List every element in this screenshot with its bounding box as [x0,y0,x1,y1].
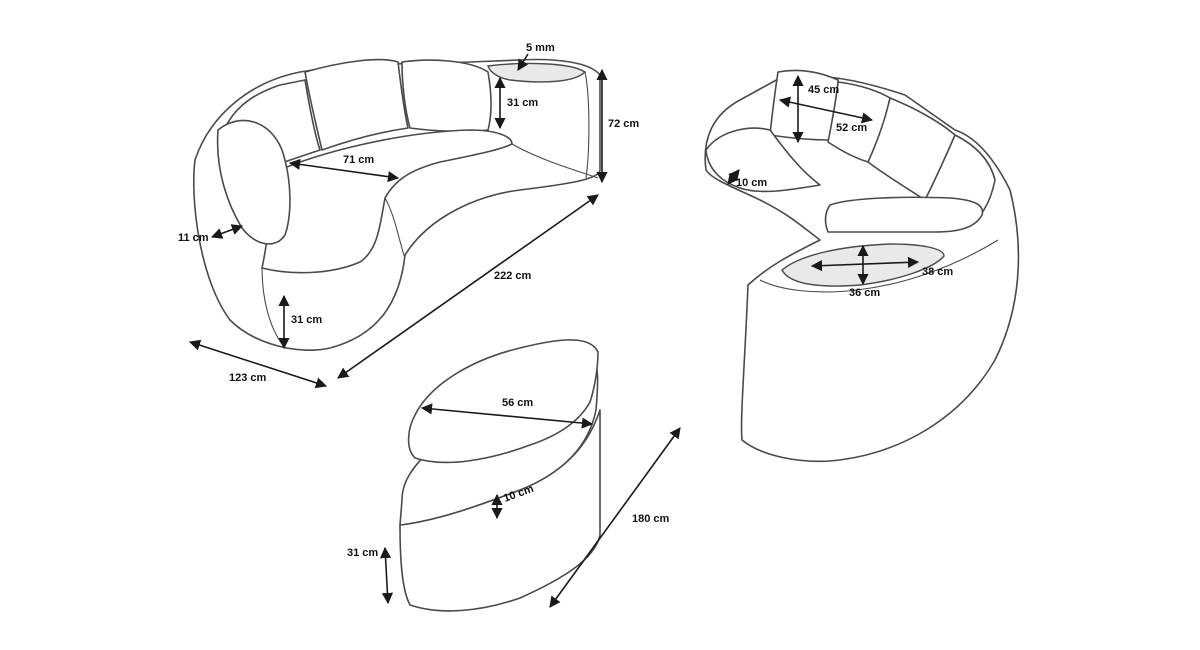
label-ottoman-length: 56 cm [502,397,533,409]
dim-cushion-width-line [778,96,874,124]
dim-armrest-width-line [210,224,244,239]
side-cushion [216,119,291,245]
dim-seat-thickness-line [727,169,740,185]
dim-depth-line [188,339,328,389]
label-seat-height: 31 cm [291,314,322,326]
dim-ottoman-length-line [420,403,594,429]
left-sofa [192,58,601,351]
dim-length-line [337,194,599,379]
dim-ottoman-height-line [379,546,394,605]
label-cushion-width: 52 cm [836,122,867,134]
back-cushion-2 [304,58,409,151]
back-cushion-3 [401,59,492,133]
label-rim-thickness: 5 mm [526,42,555,54]
label-armrest-width: 11 cm [178,232,209,244]
label-tray-depth: 36 cm [849,287,880,299]
dim-ottoman-span-line [549,427,681,608]
dim-seat-depth-line [288,158,400,183]
label-length: 222 cm [494,270,532,282]
label-seat-thickness: 10 cm [736,177,767,189]
label-tray-length: 38 cm [922,266,953,278]
dim-rim-line [517,53,529,71]
label-back-height: 72 cm [608,118,639,130]
label-seat-depth: 71 cm [343,154,374,166]
label-ottoman-height: 31 cm [347,547,378,559]
label-cushion-height: 45 cm [808,84,839,96]
ottoman [399,339,601,612]
dimension-labels: 5 mm 31 cm 72 cm 71 cm 11 cm 31 cm 123 c… [178,42,953,559]
label-armrest-height: 31 cm [507,97,538,109]
label-depth: 123 cm [229,372,267,384]
dimension-lines [188,53,920,608]
label-ottoman-span: 180 cm [632,513,670,525]
